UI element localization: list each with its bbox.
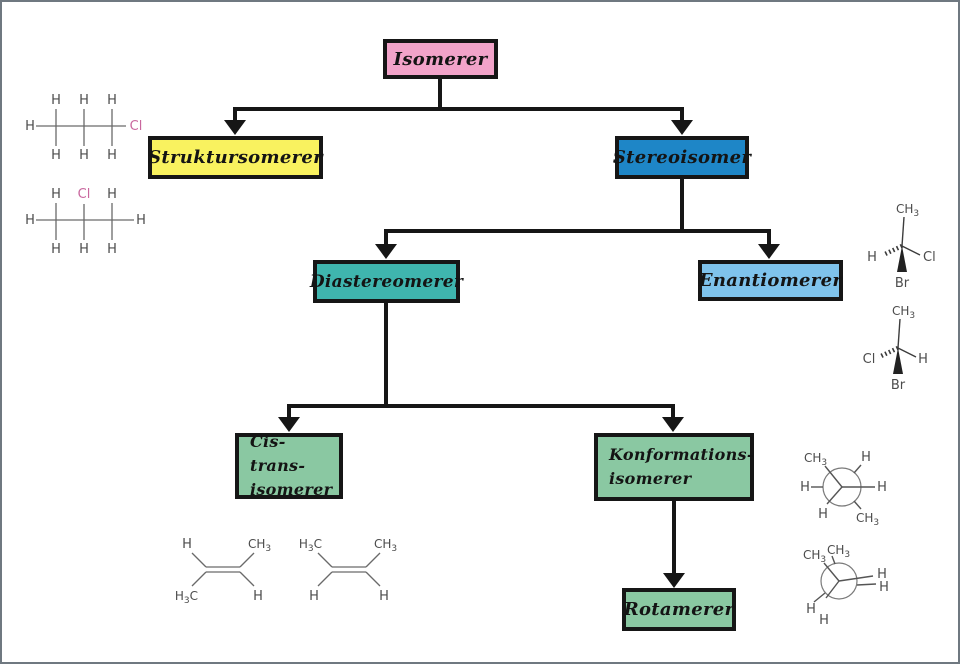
atom-label-h: H [79,148,89,162]
atom-label-h: H [818,507,828,522]
atom-label-cl: Cl [863,352,876,367]
connector-stereoisomer-children [375,179,780,259]
skeletal-formula-trans-2-butene: H CH3 H3C H [175,537,271,606]
atom-label-h: H [819,613,829,628]
atom-label-h: H [918,352,928,367]
node-konformations-isomerer: Konformations- isomerer [594,433,754,501]
node-enantiomerer: Enantiomerer [698,260,843,301]
node-label-line1: Cis-trans- [250,432,306,475]
node-strukturisomerer: Struktursomerer [148,136,323,179]
atom-label-h: H [51,148,61,162]
node-stereoisomer: Stereoisomer [612,136,752,179]
arrow-to-cis-trans [278,417,300,432]
arrow-to-rotamerer [663,573,685,588]
node-rotamerer: Rotamerer [622,588,736,631]
atom-label-h: H [379,589,389,604]
bonds [811,464,875,510]
atom-label-h: H [309,589,319,604]
arrow-to-enantiomerer [758,244,780,259]
node-label: Diastereomerer [309,271,464,292]
atom-label-h: H [877,567,887,582]
newman-projection-staggered: CH3 H H H H CH3 [800,450,887,528]
arrow-to-konformations [662,417,684,432]
connector-diastereomerer-children [278,303,684,432]
group-label-ch3: CH3 [856,511,879,528]
group-label-ch3: CH3 [248,537,271,554]
node-label-line2: isomerer [250,480,333,499]
node-isomerer: Isomerer [383,39,498,79]
wedge-formula-enantiomer-2: CH3 Cl H Br [863,304,928,393]
newman-projection-eclipsed: CH3 CH3 H H H H [803,543,889,628]
group-label-ch3: CH3 [374,537,397,554]
group-label-h3c: H3C [175,589,198,606]
bonds [191,552,255,587]
atom-label-h: H [253,589,263,604]
atom-label-h: H [800,480,810,495]
node-label-line2: isomerer [609,469,692,488]
atom-label-h: H [806,602,816,617]
newman-circle [820,562,858,600]
atom-label-cl: Cl [78,187,91,202]
atom-label-h: H [107,148,117,162]
atom-label-h: H [107,242,117,256]
bonds [36,109,126,146]
skeletal-formula-cis-2-butene: H3C CH3 H H [300,537,397,604]
group-label-h3c: H3C [300,537,322,554]
arrow-to-diastereomerer [375,244,397,259]
node-label: Rotamerer [623,599,735,620]
group-label-ch3: CH3 [896,202,919,219]
bonds [882,216,921,272]
atom-label-h: H [51,242,61,256]
node-cis-trans-isomerer: Cis-trans- isomerer [235,432,343,499]
atom-label-h: H [25,119,35,134]
atom-label-h: H [79,242,89,256]
structural-formula-2-chloropropane: H H H Cl H H H H [25,187,146,256]
arrow-to-strukturisomerer [224,120,246,135]
atom-label-h: H [107,187,117,202]
group-label-ch3: CH3 [892,304,915,321]
bonds [813,555,877,603]
group-label-ch3: CH3 [804,451,827,468]
node-diastereomerer: Diastereomerer [309,260,464,303]
atom-label-h: H [877,480,887,495]
atom-label-h: H [867,250,877,265]
atom-label-cl: Cl [130,119,143,134]
atom-label-h: H [861,450,871,465]
structural-formula-1-chloropropane: H H H H Cl H H H [25,93,143,162]
arrow-to-stereoisomer [671,120,693,135]
bonds [878,318,917,374]
node-label: Stereoisomer [612,147,752,168]
bonds [36,203,134,240]
atom-label-h: H [51,187,61,202]
connector-isomerer-children [224,79,693,135]
atom-label-h: H [79,93,89,108]
atom-label-h: H [136,213,146,228]
node-label: Isomerer [393,48,488,70]
atom-label-h: H [879,580,889,595]
atom-label-h: H [25,213,35,228]
atom-label-br: Br [895,276,910,291]
node-label: Struktursomerer [148,147,323,168]
bonds [317,552,381,587]
atom-label-h: H [51,93,61,108]
wedge-formula-enantiomer-1: CH3 H Cl Br [867,202,936,291]
atom-label-h: H [107,93,117,108]
atom-label-cl: Cl [923,250,936,265]
group-label-ch3: CH3 [803,548,826,565]
connector-konformations-rotamerer [663,501,685,588]
atom-label-h: H [182,537,192,552]
group-label-ch3: CH3 [827,543,850,560]
node-label: Enantiomerer [698,270,843,291]
node-label-line1: Konformations- [609,445,754,464]
atom-label-br: Br [891,378,906,393]
